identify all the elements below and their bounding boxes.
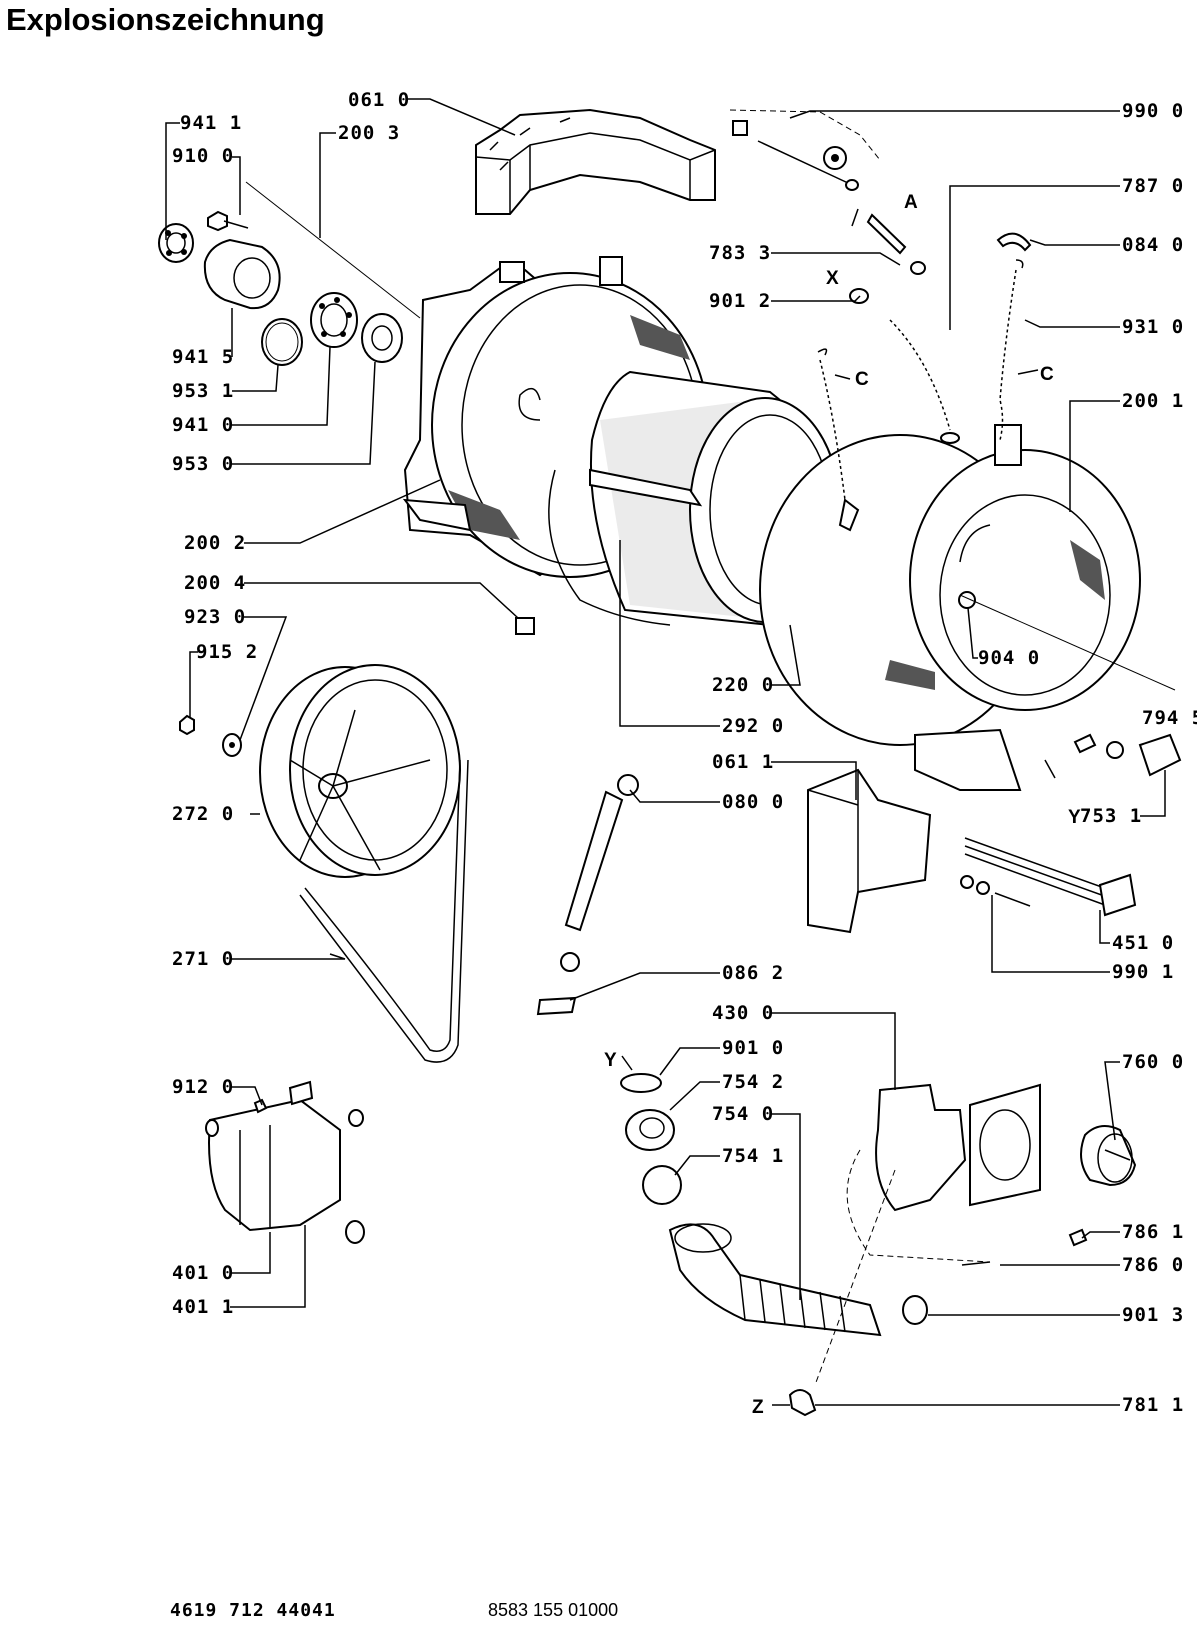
label-990-0: 990 0 — [1122, 100, 1184, 122]
label-401-1: 401 1 — [172, 1296, 234, 1318]
label-200-4: 200 4 — [184, 572, 246, 594]
drive-belt — [299, 759, 469, 1063]
part-labels: 061 0 990 0 941 1 200 3 910 0 787 0 783 … — [172, 89, 1197, 1416]
label-754-1: 754 1 — [722, 1145, 784, 1167]
label-904-0: 904 0 — [978, 647, 1040, 669]
label-915-2: 915 2 — [196, 641, 258, 663]
label-760-0: 760 0 — [1122, 1051, 1184, 1073]
label-786-1: 786 1 — [1122, 1221, 1184, 1243]
label-990-1: 990 1 — [1112, 961, 1174, 983]
label-786-0: 786 0 — [1122, 1254, 1184, 1276]
label-451-0: 451 0 — [1112, 932, 1174, 954]
drain-hose-parts — [620, 1073, 928, 1417]
front-tub-half — [759, 424, 1176, 791]
rear-tub-half — [402, 256, 709, 578]
label-200-2: 200 2 — [184, 532, 246, 554]
label-953-1: 953 1 — [172, 380, 234, 402]
label-080-0: 080 0 — [722, 791, 784, 813]
label-754-0: 754 0 — [712, 1103, 774, 1125]
label-931-0: 931 0 — [1122, 316, 1184, 338]
label-783-3: 783 3 — [709, 242, 771, 264]
springs — [817, 232, 1032, 532]
sensor-parts — [1073, 733, 1182, 777]
label-754-2: 754 2 — [722, 1071, 784, 1093]
marker-y-tub: Y — [1068, 807, 1081, 828]
label-910-0: 910 0 — [172, 145, 234, 167]
label-271-0: 271 0 — [172, 948, 234, 970]
label-084-0: 084 0 — [1122, 234, 1184, 256]
drain-pump — [846, 1083, 1137, 1266]
bearing-assembly — [158, 181, 421, 366]
clip — [515, 617, 535, 635]
drum — [548, 370, 855, 629]
footer-document-number: 8583 155 01000 — [488, 1600, 619, 1620]
pulley — [179, 664, 461, 878]
label-753-1: 753 1 — [1080, 805, 1142, 827]
fill-hose-fittings — [849, 213, 926, 304]
label-901-0: 901 0 — [722, 1037, 784, 1059]
marker-c-left: C — [855, 369, 869, 390]
label-941-5: 941 5 — [172, 346, 234, 368]
label-200-1: 200 1 — [1122, 390, 1184, 412]
label-220-0: 220 0 — [712, 674, 774, 696]
label-941-0: 941 0 — [172, 414, 234, 436]
label-953-0: 953 0 — [172, 453, 234, 475]
label-787-0: 787 0 — [1122, 175, 1184, 197]
heater-element — [960, 837, 1137, 917]
marker-y-seal: Y — [604, 1050, 617, 1071]
motor — [205, 1080, 365, 1244]
label-061-0: 061 0 — [348, 89, 410, 111]
marker-a: A — [904, 192, 918, 213]
label-923-0: 923 0 — [184, 606, 246, 628]
label-200-3: 200 3 — [338, 122, 400, 144]
label-272-0: 272 0 — [172, 803, 234, 825]
label-912-0: 912 0 — [172, 1076, 234, 1098]
label-781-1: 781 1 — [1122, 1394, 1184, 1416]
label-794-5: 794 5 — [1142, 707, 1197, 729]
connection-markers: A C C X Y Y Z — [604, 192, 1081, 1418]
marker-x: X — [826, 268, 839, 289]
footer-part-number: 4619 712 44041 — [170, 1600, 336, 1621]
label-086-2: 086 2 — [722, 962, 784, 984]
label-430-0: 430 0 — [712, 1002, 774, 1024]
label-901-2: 901 2 — [709, 290, 771, 312]
marker-z: Z — [752, 1397, 764, 1418]
top-counterweight — [475, 108, 716, 215]
front-counterweight — [807, 768, 932, 934]
label-061-1: 061 1 — [712, 751, 774, 773]
shock-absorber — [536, 774, 639, 1016]
marker-c-right: C — [1040, 364, 1054, 385]
label-292-0: 292 0 — [722, 715, 784, 737]
tie-rod-set — [729, 109, 881, 191]
label-941-1: 941 1 — [180, 112, 242, 134]
label-901-3: 901 3 — [1122, 1304, 1184, 1326]
leader-lines — [165, 98, 1166, 1406]
page-title: Explosionszeichnung — [6, 2, 325, 37]
label-401-0: 401 0 — [172, 1262, 234, 1284]
